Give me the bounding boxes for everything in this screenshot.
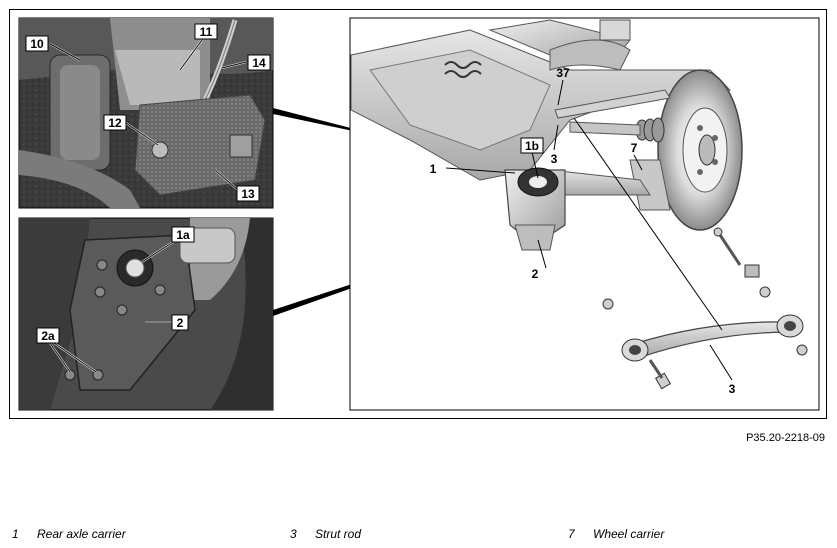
svg-text:14: 14: [252, 56, 266, 70]
inset-photo-top: [18, 17, 274, 209]
main-drawing: [349, 17, 820, 411]
svg-text:2a: 2a: [41, 329, 55, 343]
legend-label: Rear axle carrier: [37, 527, 126, 541]
callout-10: 10: [25, 35, 49, 52]
svg-text:7: 7: [631, 141, 638, 155]
svg-text:37: 37: [556, 66, 570, 80]
callout-2a: 2a: [36, 327, 60, 344]
callout-1a: 1a: [171, 226, 195, 243]
figure-reference-code: P35.20-2218-09: [746, 432, 825, 444]
svg-text:11: 11: [200, 25, 213, 39]
legend-entry-wheel-carrier: 7 Wheel carrier: [568, 527, 664, 541]
svg-text:1a: 1a: [176, 228, 190, 242]
inset-photo-bottom: [18, 217, 274, 411]
legend-label: Strut rod: [315, 527, 362, 541]
callout-37: 37: [556, 66, 570, 80]
callout-14: 14: [247, 54, 271, 71]
exploded-view-figure: 10 11 14 12 13: [9, 9, 827, 419]
callout-1b: 1b: [520, 137, 544, 154]
legend-entry-rear-axle-carrier: 1 Rear axle carrier: [12, 527, 126, 541]
legend-number: 7: [568, 527, 575, 541]
callout-2-inset: 2: [171, 314, 189, 331]
legend-number: 1: [12, 527, 19, 541]
svg-text:1: 1: [430, 162, 437, 176]
callout-3-strut-rod: 3: [729, 382, 736, 396]
callout-3-assembly: 3: [551, 152, 558, 166]
callout-7: 7: [631, 141, 638, 155]
svg-text:2: 2: [177, 316, 184, 330]
svg-text:13: 13: [241, 187, 255, 201]
callout-13: 13: [236, 185, 260, 202]
legend-entry-strut-rod: 3 Strut rod: [290, 527, 361, 541]
svg-text:2: 2: [532, 267, 539, 281]
svg-text:12: 12: [108, 116, 122, 130]
callout-11: 11: [194, 23, 218, 40]
callout-1: 1: [430, 162, 437, 176]
svg-text:10: 10: [30, 37, 44, 51]
legend-label: Wheel carrier: [593, 527, 665, 541]
svg-text:1b: 1b: [525, 139, 539, 153]
legend: 1 Rear axle carrier 3 Strut rod 7 Wheel car…: [0, 527, 837, 543]
svg-text:3: 3: [551, 152, 558, 166]
callout-12: 12: [103, 114, 127, 131]
legend-number: 3: [290, 527, 297, 541]
svg-text:3: 3: [729, 382, 736, 396]
callout-2-main: 2: [532, 267, 539, 281]
